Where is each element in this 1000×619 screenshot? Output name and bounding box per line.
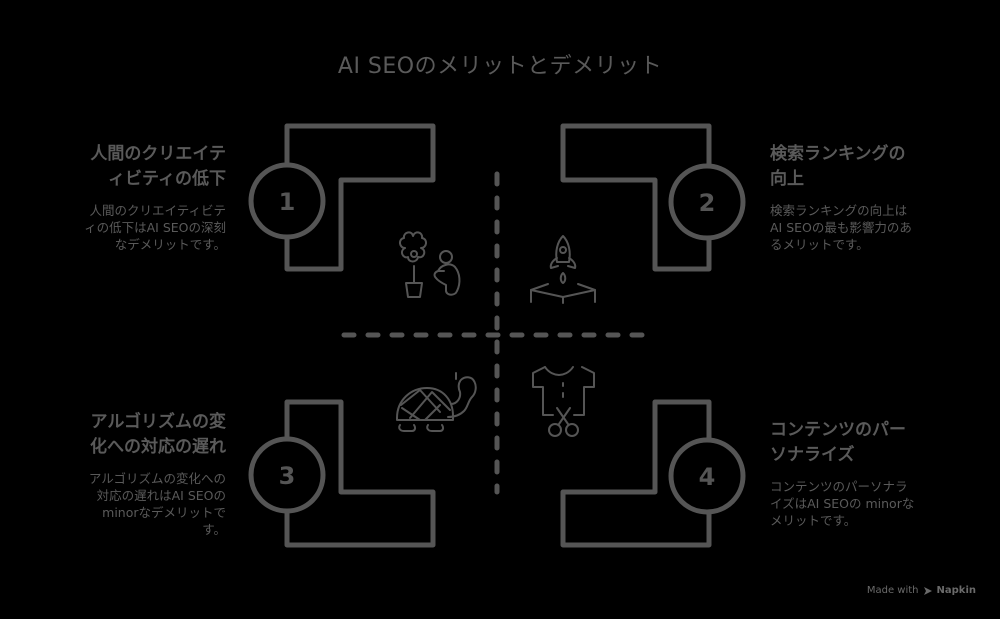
number-3: 3 [279,462,296,490]
napkin-logo-icon [923,586,932,595]
napkin-brand: Napkin [936,585,976,596]
number-1: 1 [279,188,296,216]
number-4: 4 [699,463,716,491]
quadrant-1-frame [284,123,436,272]
rocket-launch-icon [530,235,596,304]
quadrant-4-heading: コンテンツのパー ソナライズ [770,420,906,465]
diagram-title: AI SEOのメリットとデメリット [337,54,663,79]
number-circle-2 [668,163,746,241]
quadrant-1-heading: 人間のクリエイテ ィビティの低下 [90,144,226,189]
number-2: 2 [699,189,716,217]
made-with-napkin-footer: Made with Napkin [867,585,976,596]
quadrant-2-frame [560,123,712,272]
number-circle-1 [248,162,326,240]
quadrant-2-heading: 検索ランキングの 向上 [770,144,906,189]
number-circle-3 [248,436,326,514]
tailored-shirt-scissors-icon [532,366,595,437]
quadrant-2-body: 検索ランキングの向上は AI SEOの最も影響力のあ るメリットです。 [770,203,912,252]
quadrant-3-heading: アルゴリズムの変 化への対応の遅れ [90,412,226,457]
quadrant-4-body: コンテンツのパーソナラ イズはAI SEOの minorな メリットです。 [770,479,915,528]
quadrant-3-body: アルゴリズムの変化への 対応の遅れはAI SEOの minorなデメリットで す… [88,471,226,537]
gardener-flower-icon [399,231,461,298]
number-circle-4 [668,437,746,515]
quadrant-3-frame [284,399,436,548]
quadrant-1-body: 人間のクリエイティビテ ィの低下はAI SEOの深刻 なデメリットです。 [84,203,226,252]
turtle-icon [396,372,477,432]
made-with-label: Made with [866,585,919,596]
quadrant-4-frame [560,399,712,548]
